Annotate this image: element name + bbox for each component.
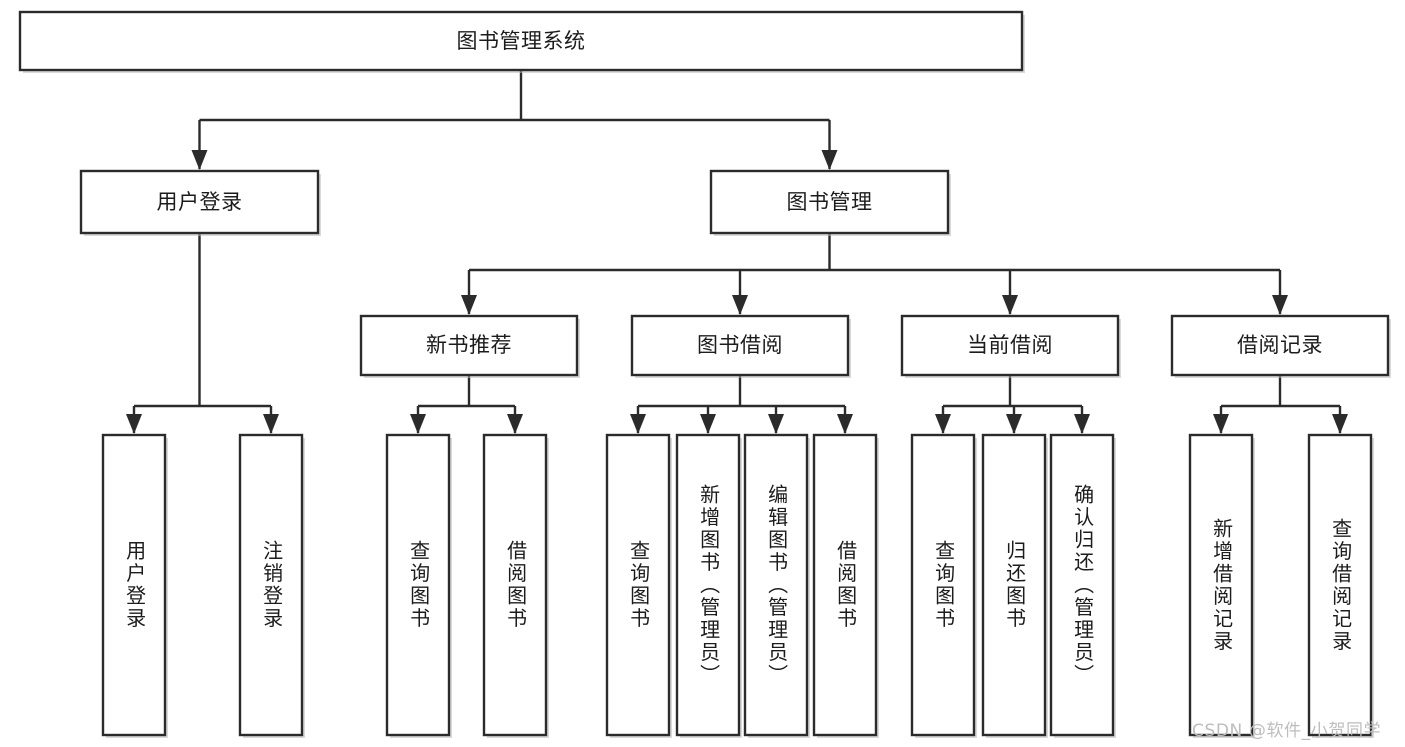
arrow-head-icon-leaf-当前借阅-1 [1006,414,1022,434]
arrow-head-icon-level3-2 [1002,295,1018,315]
node-leaf-查询图书[interactable] [910,433,976,737]
node-leaf-确认归还管理员[interactable] [1049,433,1115,737]
node-leaf-归还图书[interactable] [981,433,1047,737]
arrow-head-icon-leaf-图书借阅-2 [768,414,784,434]
node-leaf-查询图书[interactable] [605,433,671,737]
connector-layer [126,70,1348,434]
node-leaf-用户登录[interactable] [101,433,167,737]
csdn-watermark: CSDN @软件_小贺同学 [1192,721,1382,741]
arrow-head-icon-leaf-当前借阅-2 [1074,414,1090,434]
arrow-head-icon-level3-3 [1272,295,1288,315]
node-leaf-新增图书管理员[interactable] [675,433,741,737]
arrow-head-icon-leaf-用户登录-0 [126,414,142,434]
arrow-head-icon-level2-1 [821,150,838,170]
arrow-head-icon-leaf-图书借阅-1 [700,414,716,434]
node-level3-当前借阅[interactable] [900,314,1120,377]
node-level2-图书管理[interactable] [709,169,950,235]
node-level3-图书借阅[interactable] [630,314,850,377]
node-leaf-借阅图书[interactable] [482,433,548,737]
arrow-head-icon-level3-1 [732,295,748,315]
node-level3-新书推荐[interactable] [359,314,579,377]
arrow-head-icon-level3-0 [461,295,477,315]
arrow-head-icon-leaf-当前借阅-0 [935,414,951,434]
node-level3-借阅记录[interactable] [1170,314,1390,377]
arrow-head-icon-leaf-图书借阅-0 [630,414,646,434]
arrow-head-icon-leaf-新书推荐-1 [507,414,523,434]
node-leaf-查询图书[interactable] [385,433,451,737]
node-leaf-查询借阅记录[interactable] [1307,433,1373,737]
arrow-head-icon-leaf-借阅记录-0 [1213,414,1229,434]
arrow-head-icon-leaf-借阅记录-1 [1332,414,1348,434]
node-leaf-编辑图书管理员[interactable] [743,433,809,737]
arrow-head-icon-leaf-新书推荐-0 [410,414,426,434]
node-leaf-新增借阅记录[interactable] [1188,433,1254,737]
arrow-head-icon-leaf-用户登录-1 [263,414,279,434]
arrow-head-icon-level2-0 [191,150,208,170]
arrow-head-icon-leaf-图书借阅-3 [837,414,853,434]
node-leaf-借阅图书[interactable] [812,433,878,737]
node-leaf-注销登录[interactable] [238,433,304,737]
node-level2-用户登录[interactable] [79,169,320,235]
node-box-layer [18,10,1391,738]
node-root-图书管理系统[interactable] [18,10,1024,72]
